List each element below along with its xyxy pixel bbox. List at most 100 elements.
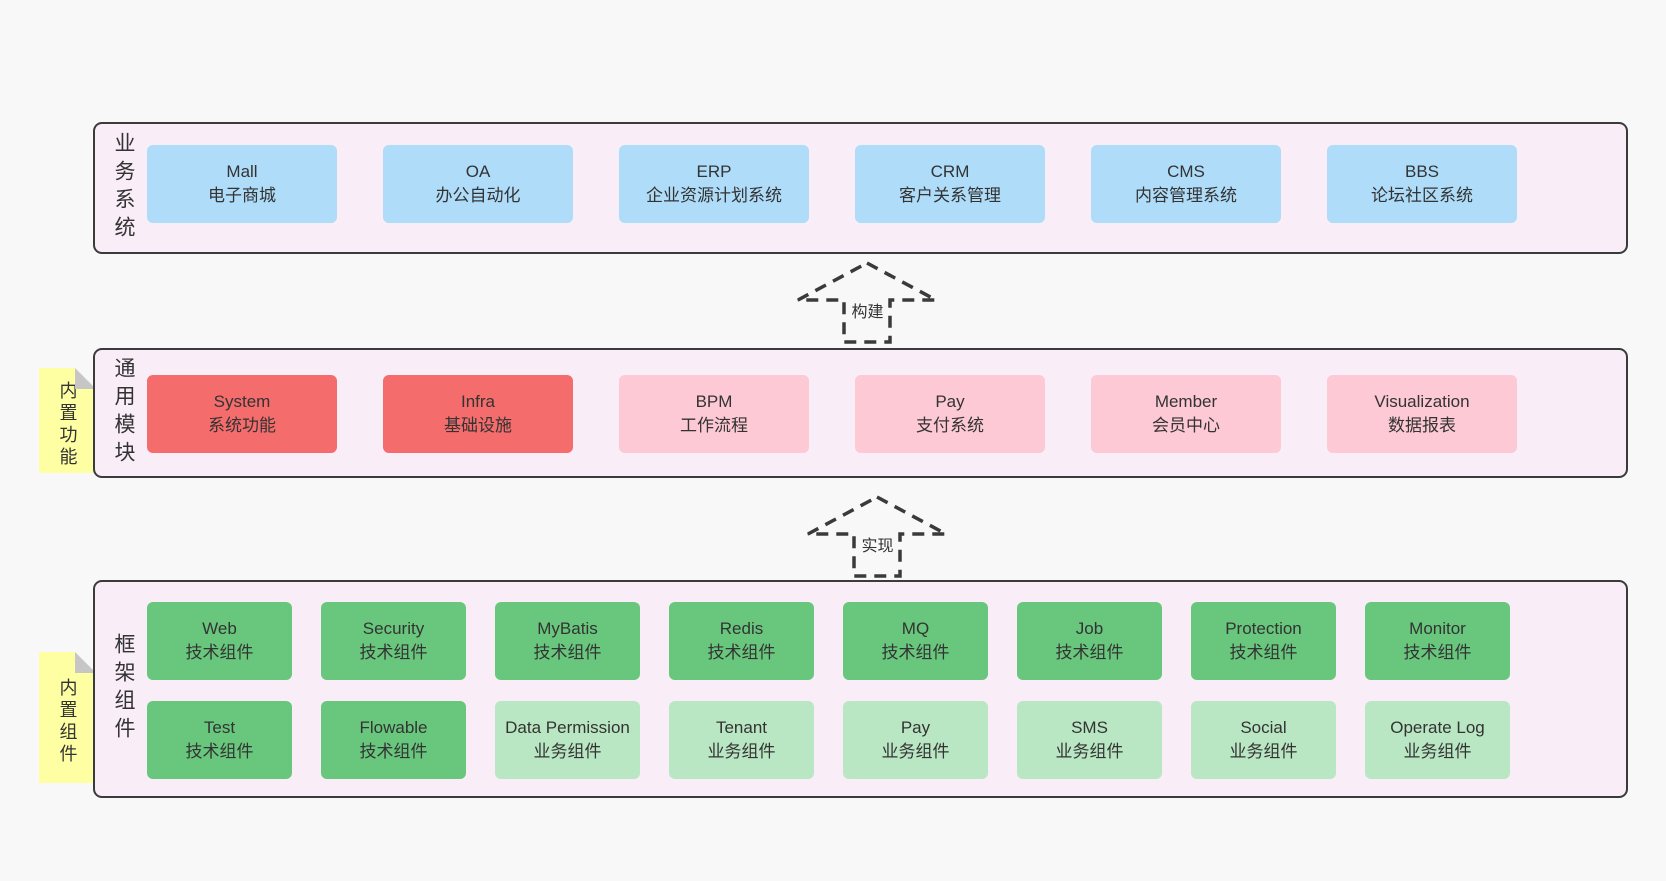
box-subtitle: 业务组件 [1229, 742, 1298, 761]
box-subtitle: 技术组件 [1403, 643, 1472, 662]
box-title: SMS [1071, 718, 1108, 737]
up-arrow-icon [797, 261, 937, 344]
box-subtitle: 技术组件 [359, 742, 428, 761]
box-protection: Protection 技术组件 [1191, 602, 1336, 680]
box-subtitle: 基础设施 [444, 416, 512, 435]
box-subtitle: 会员中心 [1152, 416, 1220, 435]
box-title: MyBatis [537, 619, 598, 638]
box-title: CRM [930, 162, 970, 181]
box-cms: CMS 内容管理系统 [1091, 145, 1281, 223]
band-framework-components: 框架组件 Web 技术组件 Security 技术组件 MyBatis 技术组件… [93, 580, 1628, 798]
box-subtitle: 业务组件 [533, 742, 602, 761]
box-subtitle: 电子商城 [208, 186, 276, 205]
arrow-build: 构建 [795, 260, 940, 345]
box-visualization: Visualization 数据报表 [1327, 375, 1517, 453]
box-subtitle: 业务组件 [707, 742, 776, 761]
band-business-label: 业务系统 [112, 132, 135, 244]
box-mall: Mall 电子商城 [147, 145, 337, 223]
box-social: Social 业务组件 [1191, 701, 1336, 779]
box-title: Social [1240, 718, 1287, 737]
up-arrow-icon [807, 495, 947, 578]
box-monitor: Monitor 技术组件 [1365, 602, 1510, 680]
note-built-in-features-label: 内置功能 [57, 380, 78, 469]
box-title: CMS [1167, 162, 1205, 181]
box-title: Monitor [1409, 619, 1466, 638]
box-job: Job 技术组件 [1017, 602, 1162, 680]
box-subtitle: 支付系统 [916, 416, 984, 435]
box-title: Flowable [359, 718, 428, 737]
box-operate-log: Operate Log 业务组件 [1365, 701, 1510, 779]
box-subtitle: 业务组件 [1055, 742, 1124, 761]
box-subtitle: 企业资源计划系统 [646, 186, 782, 205]
box-erp: ERP 企业资源计划系统 [619, 145, 809, 223]
band-framework-label: 框架组件 [112, 633, 135, 745]
box-title: Member [1154, 392, 1218, 411]
box-bbs: BBS 论坛社区系统 [1327, 145, 1517, 223]
box-subtitle: 技术组件 [1055, 643, 1124, 662]
box-subtitle: 技术组件 [881, 643, 950, 662]
box-subtitle: 客户关系管理 [899, 186, 1001, 205]
box-infra: Infra 基础设施 [383, 375, 573, 453]
box-web: Web 技术组件 [147, 602, 292, 680]
box-subtitle: 技术组件 [359, 643, 428, 662]
box-member: Member 会员中心 [1091, 375, 1281, 453]
note-built-in-components-label: 内置组件 [57, 677, 78, 766]
box-crm: CRM 客户关系管理 [855, 145, 1045, 223]
box-redis: Redis 技术组件 [669, 602, 814, 680]
note-built-in-features: 内置功能 [39, 368, 96, 473]
box-title: System [213, 392, 271, 411]
box-subtitle: 技术组件 [1229, 643, 1298, 662]
box-subtitle: 论坛社区系统 [1371, 186, 1473, 205]
arrow-implement: 实现 [805, 494, 950, 579]
box-subtitle: 技术组件 [185, 643, 254, 662]
box-title: Infra [460, 392, 496, 411]
box-subtitle: 办公自动化 [435, 186, 521, 205]
box-oa: OA 办公自动化 [383, 145, 573, 223]
box-bpm: BPM 工作流程 [619, 375, 809, 453]
box-title: Operate Log [1390, 718, 1485, 737]
box-mq: MQ 技术组件 [843, 602, 988, 680]
box-title: Mall [226, 162, 258, 181]
box-title: Security [362, 619, 425, 638]
box-subtitle: 系统功能 [208, 416, 276, 435]
box-title: Protection [1225, 619, 1302, 638]
box-subtitle: 内容管理系统 [1135, 186, 1237, 205]
box-mybatis: MyBatis 技术组件 [495, 602, 640, 680]
arrow-build-label: 构建 [847, 297, 888, 323]
box-subtitle: 工作流程 [680, 416, 748, 435]
box-pay-module: Pay 支付系统 [855, 375, 1045, 453]
box-title: OA [465, 162, 491, 181]
box-tenant: Tenant 业务组件 [669, 701, 814, 779]
box-sms: SMS 业务组件 [1017, 701, 1162, 779]
band-business-systems: 业务系统 Mall 电子商城 OA 办公自动化 ERP 企业资源计划系统 CRM… [93, 122, 1628, 254]
box-title: Pay [900, 718, 931, 737]
box-title: Data Permission [505, 718, 630, 737]
band-modules-label: 通用模块 [112, 357, 135, 469]
box-title: ERP [696, 162, 732, 181]
box-subtitle: 业务组件 [1403, 742, 1472, 761]
box-title: Job [1075, 619, 1104, 638]
box-subtitle: 技术组件 [707, 643, 776, 662]
box-data-permission: Data Permission 业务组件 [495, 701, 640, 779]
box-subtitle: 技术组件 [533, 643, 602, 662]
note-built-in-components: 内置组件 [39, 652, 96, 783]
band-common-modules: 通用模块 System 系统功能 Infra 基础设施 BPM 工作流程 Pay… [93, 348, 1628, 478]
box-system: System 系统功能 [147, 375, 337, 453]
box-title: Tenant [715, 718, 768, 737]
box-title: Visualization [1374, 392, 1470, 411]
box-subtitle: 业务组件 [881, 742, 950, 761]
box-test: Test 技术组件 [147, 701, 292, 779]
box-flowable: Flowable 技术组件 [321, 701, 466, 779]
box-title: BBS [1404, 162, 1440, 181]
box-title: Pay [935, 392, 965, 411]
box-title: Web [202, 619, 237, 638]
arrow-implement-label: 实现 [857, 531, 898, 557]
box-title: Redis [719, 619, 764, 638]
box-subtitle: 数据报表 [1388, 416, 1456, 435]
box-pay-component: Pay 业务组件 [843, 701, 988, 779]
box-title: MQ [901, 619, 930, 638]
box-title: Test [203, 718, 236, 737]
box-security: Security 技术组件 [321, 602, 466, 680]
box-title: BPM [695, 392, 733, 411]
box-subtitle: 技术组件 [185, 742, 254, 761]
